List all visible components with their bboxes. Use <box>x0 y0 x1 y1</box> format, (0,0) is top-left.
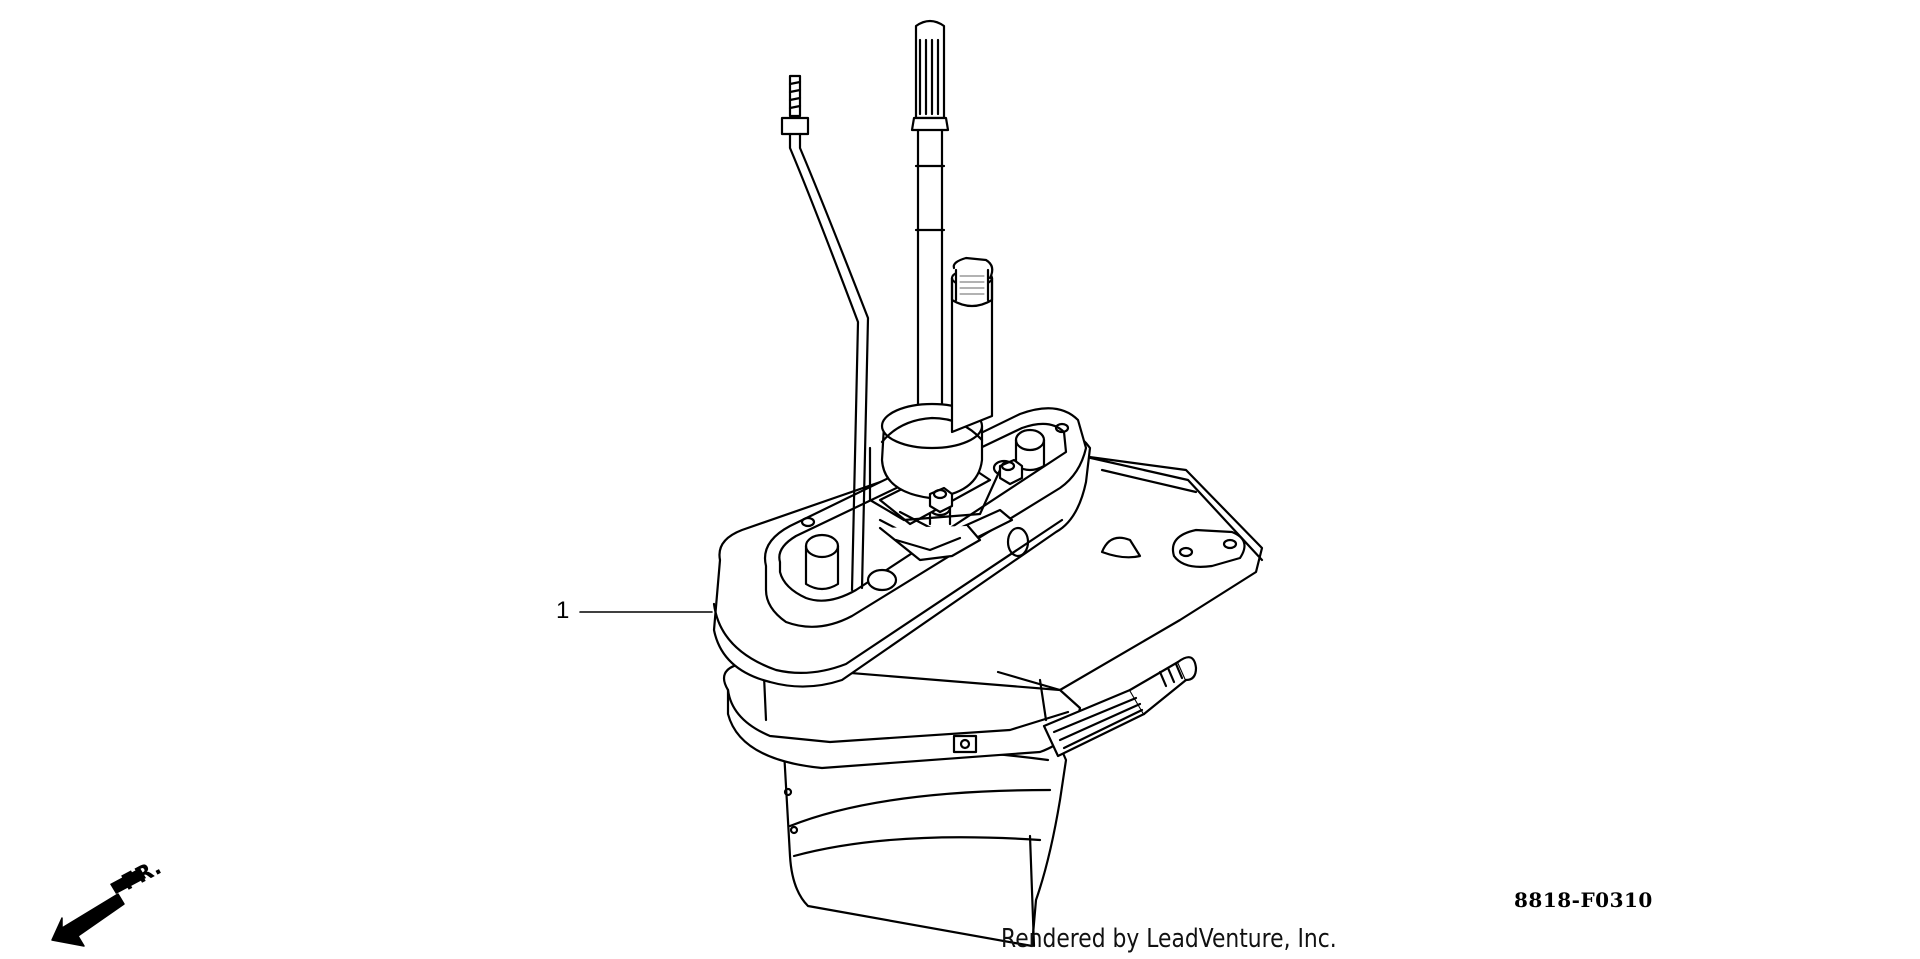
shift-rod-cylinder <box>950 256 994 434</box>
driveshaft <box>910 19 950 412</box>
flange-bolts <box>928 458 1024 514</box>
catalog-code: 8818-F0310 <box>1514 888 1653 912</box>
front-direction-arrow-icon <box>51 868 146 947</box>
water-tube <box>780 74 870 592</box>
gearcase-assembly <box>712 19 1264 948</box>
propeller-shaft <box>1042 656 1198 758</box>
part-callout-1[interactable]: 1 <box>556 597 570 624</box>
rear-mounting-pad <box>1171 528 1246 568</box>
render-credit: Rendered by LeadVenture, Inc. <box>1001 924 1337 954</box>
